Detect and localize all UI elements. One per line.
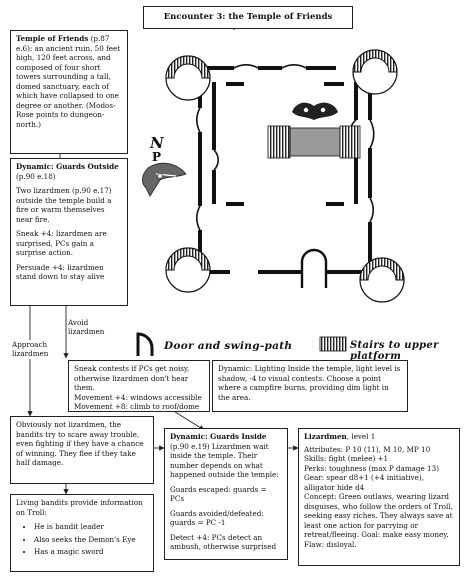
guards-inside-box: Dynamic: Guards Inside (p.90 e.19) Lizar…	[164, 428, 288, 560]
guards-inside-p4: Detect +4: PCs detect an ambush, otherwi…	[170, 532, 277, 552]
lizardmen-level: , level 1	[346, 432, 376, 441]
lizardmen-box: Lizardmen, level 1 Attributes: P 10 (11)…	[298, 428, 460, 566]
guards-outside-ref: (p.90 e.18)	[16, 171, 56, 181]
temple-of-friends-box: Temple of Friends (p.87 e.6): an ancient…	[10, 30, 128, 154]
lizardmen-heading: Lizardmen	[304, 432, 347, 441]
sneak-line-3: Movement +8: climb to roof/dome	[74, 402, 200, 411]
door-legend-label: Door and swing-path	[164, 340, 293, 352]
guards-outside-p2: Sneak +4: lizardmen are surprised, PCs g…	[16, 229, 107, 257]
avoid-lizardmen-label: Avoid lizardmen	[68, 318, 116, 337]
guards-outside-p3: Persuade +4: lizardmen stand down to sta…	[16, 262, 105, 282]
stairs-legend-label: Stairs to upper platform	[350, 340, 439, 362]
lizardmen-gear: Gear: spear d8+1 (+4 initiative), alliga…	[304, 473, 424, 492]
living-list: He is bandit leader Also seeks the Demon…	[16, 522, 148, 557]
compass-north-letter: N	[150, 134, 164, 152]
sneak-line-1: Sneak contests if PCs get noisy, otherwi…	[74, 364, 190, 392]
guards-inside-p2: Guards escaped: guards = PCs	[170, 484, 267, 504]
temple-walls	[198, 66, 372, 274]
living-intro: Living bandits provide information on Tr…	[16, 498, 143, 517]
lizardmen-skills: Skills: fight (melee) +1	[304, 454, 389, 463]
bandits-box: Obviously not lizardmen, the bandits try…	[10, 416, 154, 484]
corner-towers	[165, 49, 405, 303]
approach-lizardmen-label: Approach lizardmen	[12, 340, 52, 359]
guards-outside-box: Dynamic: Guards Outside (p.90 e.18) Two …	[10, 158, 128, 306]
living-bandits-box: Living bandits provide information on Tr…	[10, 494, 154, 572]
sneak-contests-box: Sneak contests if PCs get noisy, otherwi…	[68, 360, 210, 412]
central-altar	[267, 102, 361, 159]
sneak-line-2: Movement +4: windows accessible	[74, 392, 202, 402]
bandits-text: Obviously not lizardmen, the bandits try…	[16, 420, 144, 467]
list-item: He is bandit leader	[34, 522, 148, 532]
guards-inside-p3: Guards avoided/defeated: guards = PC -1	[170, 508, 264, 528]
stairs-legend-icon	[319, 336, 347, 352]
guards-inside-p1: (p.90 e.19) Lizardmen wait inside the te…	[170, 441, 279, 480]
temple-ref: (p.87 e.6)	[16, 34, 110, 53]
compass-south-letter: P	[152, 150, 162, 164]
encounter-title: Encounter 3: the Temple of Friends	[143, 6, 353, 29]
guards-outside-p1: Two lizardmen (p.90 e.17) outside the te…	[16, 186, 112, 224]
lizardmen-perks: Perks: toughness (max P damage 13)	[304, 463, 440, 473]
temple-body: : an ancient ruin, 50 feet high, 120 fee…	[16, 43, 121, 129]
lighting-text: Dynamic: Lighting Inside the temple, lig…	[218, 364, 401, 402]
guards-outside-heading: Dynamic: Guards Outside	[16, 162, 119, 171]
bottom-double-door	[300, 248, 328, 288]
lighting-box: Dynamic: Lighting Inside the temple, lig…	[212, 360, 408, 412]
guards-inside-heading: Dynamic: Guards Inside	[170, 432, 267, 441]
lizardmen-attributes: Attributes: P 10 (11), M 10, MP 10	[304, 444, 431, 454]
lizardmen-concept: Concept: Green outlaws, wearing lizard d…	[304, 492, 453, 549]
list-item: Has a magic sword	[34, 547, 148, 557]
door-legend-icon	[136, 332, 154, 356]
compass-rose-icon	[142, 162, 187, 197]
list-item: Also seeks the Demon's Eye	[34, 535, 148, 545]
temple-heading: Temple of Friends	[16, 34, 89, 43]
